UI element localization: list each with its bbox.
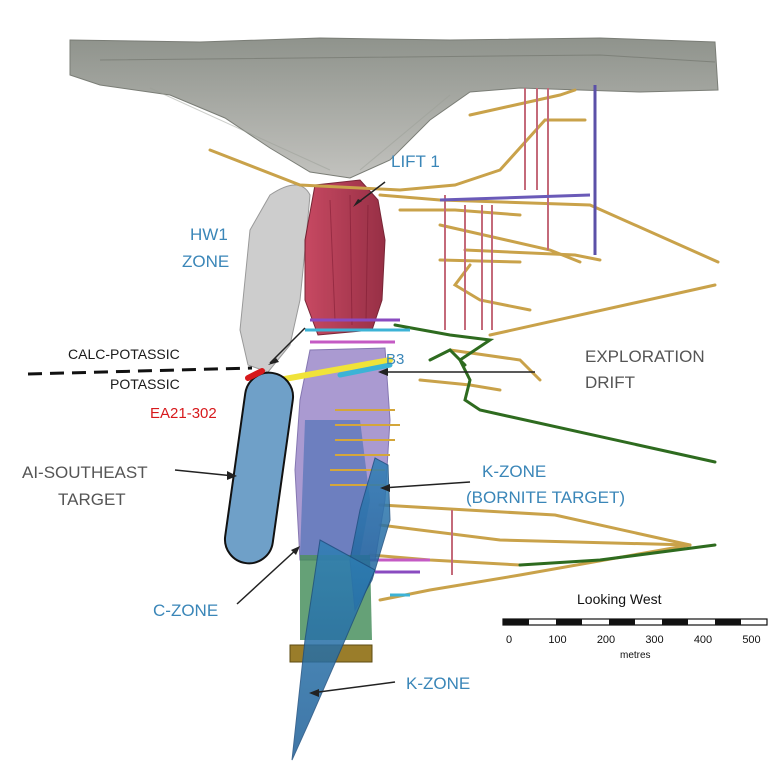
label-exploration-line1: EXPLORATION [585, 347, 705, 366]
level-rings [305, 318, 430, 597]
scale-tick-label: 100 [548, 634, 566, 646]
label-hw1-line2: ZONE [182, 252, 229, 271]
ai-southeast-target-shape [223, 371, 295, 565]
scale-tick-label: 300 [645, 634, 663, 646]
label-ea21-302: EA21-302 [150, 405, 217, 422]
scale-bar-unit: metres [620, 650, 651, 661]
exploration-drift [265, 357, 393, 385]
label-kzone-line1: K-ZONE [482, 462, 546, 481]
scale-bar-title: Looking West [577, 591, 662, 607]
hw1-zone-body [239, 184, 311, 373]
scale-tick-label: 200 [597, 634, 615, 646]
scale-tick-label: 0 [506, 634, 512, 646]
label-kzone-lower: K-ZONE [406, 674, 470, 693]
label-ai-southeast-line1: AI-SOUTHEAST [22, 463, 148, 482]
label-ai-southeast-line2: TARGET [58, 490, 126, 509]
lift1-block [304, 179, 386, 336]
calc-potassic-boundary [27, 366, 253, 376]
label-exploration-line2: DRIFT [585, 373, 635, 392]
label-kzone-line2: (BORNITE TARGET) [466, 488, 625, 507]
label-potassic: POTASSIC [110, 376, 180, 392]
label-b3: B3 [386, 351, 404, 368]
scale-tick-label: 400 [694, 634, 712, 646]
label-czone: C-ZONE [153, 601, 218, 620]
arrowheads [227, 199, 390, 697]
scale-tick-labels: 0 100 200 300 400 500 [506, 634, 761, 646]
scale-bar: Looking West 0 100 200 300 400 500 metres [502, 591, 768, 661]
green-workings [393, 323, 717, 567]
label-calc-potassic: CALC-POTASSIC [68, 346, 180, 362]
open-pit-surface [69, 37, 719, 179]
pointer-arrows [174, 181, 535, 694]
scale-tick-label: 500 [742, 634, 760, 646]
shafts [439, 85, 597, 575]
label-lift1: LIFT 1 [391, 152, 440, 171]
kzone-lower-body [291, 539, 376, 761]
label-hw1-line1: HW1 [190, 225, 228, 244]
ea21-302-drillhole [245, 368, 265, 381]
